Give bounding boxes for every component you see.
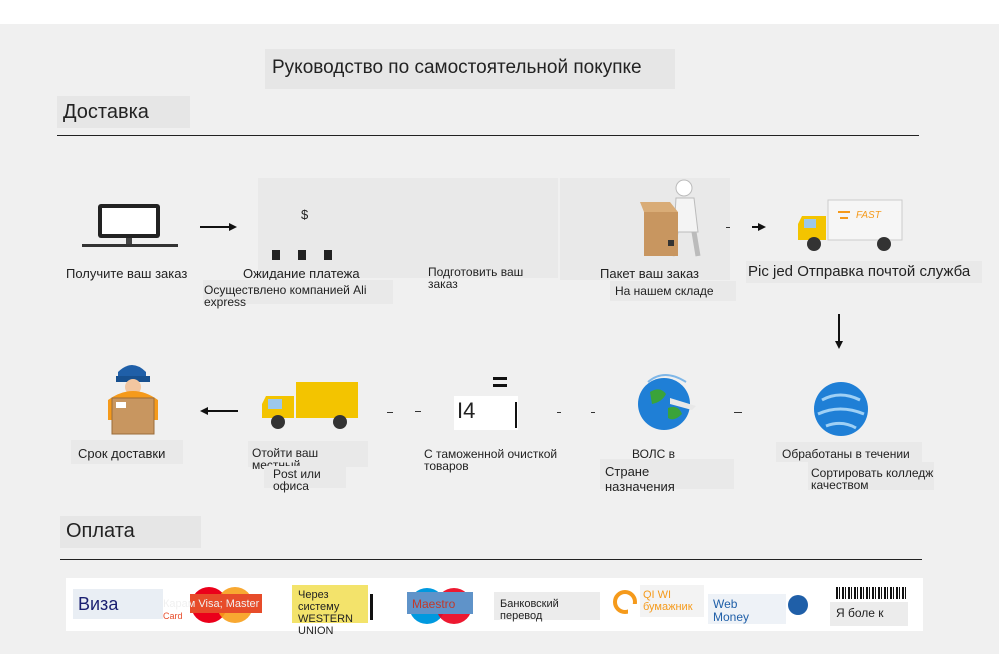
card-overlay-box xyxy=(190,594,262,613)
processed-box xyxy=(776,442,922,462)
step-delivery-time: Срок доставки xyxy=(78,446,166,461)
step-awaiting-payment-sub: Осуществлено компанией Ali express xyxy=(204,283,367,309)
webmoney-icon xyxy=(788,595,808,615)
local-sub-box xyxy=(264,466,346,488)
step-fiber-alone-sub: Стране назначения xyxy=(605,464,675,494)
dash xyxy=(415,411,421,412)
arrow-line xyxy=(838,314,840,342)
page-title: Руководство по самостоятельной покупке xyxy=(272,57,642,78)
bar-icon xyxy=(272,250,280,260)
qiwi-label: QI WI бумажник xyxy=(643,589,693,613)
arrow-left-icon xyxy=(200,407,208,415)
delivery-time-box xyxy=(71,440,183,464)
customs-icon xyxy=(454,396,518,430)
step-awaiting-payment: Ожидание платежа xyxy=(243,266,360,281)
delivery-divider xyxy=(57,135,919,136)
svg-text:FAST: FAST xyxy=(856,210,882,221)
arrow-right-icon xyxy=(229,223,237,231)
payment-heading: Оплата xyxy=(66,520,135,542)
payment-divider xyxy=(60,559,922,560)
page-background xyxy=(0,24,999,654)
card-sub-label: Card xyxy=(163,611,183,621)
bar-icon xyxy=(324,250,332,260)
worker-package-icon xyxy=(640,179,701,257)
ship-label-box xyxy=(746,261,982,283)
step-package-order-sub: На нашем складе xyxy=(615,284,714,298)
bar-icon xyxy=(298,250,306,260)
delivery-heading: Доставка xyxy=(63,101,149,123)
dash xyxy=(734,412,742,413)
step-processed: Обработаны в течении xyxy=(782,447,910,461)
title-banner xyxy=(265,49,675,89)
qiwi-icon xyxy=(613,590,638,614)
bar-icon xyxy=(493,384,507,387)
card-overlay-label: Карам Visa; Master xyxy=(163,598,260,610)
step-customs: С таможенной очисткой товаров xyxy=(424,447,558,473)
bar-icon xyxy=(493,377,507,380)
yellow-truck-icon xyxy=(262,382,358,429)
dash xyxy=(591,412,595,413)
western-union-bar xyxy=(370,594,373,620)
barcode-icon xyxy=(836,587,906,599)
step-local-office-sub: Post или офиса xyxy=(273,467,321,493)
delivery-heading-box xyxy=(57,96,190,128)
western-union-box xyxy=(292,585,368,623)
bracket-icon xyxy=(515,402,517,428)
boleto-label: Я боле к xyxy=(836,606,884,620)
sort-sub-box xyxy=(808,462,934,490)
webmoney-box xyxy=(708,594,786,624)
dash xyxy=(557,412,561,413)
visa-box xyxy=(73,589,163,619)
step-receive-order: Получите ваш заказ xyxy=(66,266,188,281)
bank-box xyxy=(494,592,600,620)
payment-heading-box xyxy=(60,516,201,548)
visa-label: Виза xyxy=(78,594,119,614)
globe-icon xyxy=(814,382,868,436)
dash xyxy=(726,227,730,228)
fast-truck-icon: FAST xyxy=(798,199,903,251)
payment-sub-box xyxy=(203,280,393,304)
webmoney-label: Web Money xyxy=(713,597,750,624)
step-shipping: Pic jed Отправка почтой служба xyxy=(748,263,971,280)
dollar-icon: $ xyxy=(301,207,309,222)
western-union-label: Через систему WESTERN UNION xyxy=(298,589,353,637)
step-package-order: Пакет ваш заказ xyxy=(600,266,700,281)
arrow-line xyxy=(200,226,230,228)
arrow-right-icon xyxy=(758,223,766,231)
bank-transfer-label: Банковский перевод xyxy=(500,598,559,622)
globe-plane-icon xyxy=(638,374,696,430)
qiwi-box xyxy=(640,585,704,617)
payment-icon-box xyxy=(258,178,558,278)
step-processed-sub: Сортировать колледж качеством xyxy=(811,466,934,492)
courier-box-icon xyxy=(108,365,158,435)
arrow-line xyxy=(752,226,758,228)
arrow-down-icon xyxy=(835,341,843,349)
step-prepare-order: Подготовить ваш заказ xyxy=(428,265,524,291)
maestro-label: Maestro xyxy=(412,597,456,611)
country-sub-box xyxy=(600,459,734,489)
boleto-box xyxy=(830,602,908,626)
package-sub-box xyxy=(610,281,736,301)
local-box xyxy=(248,441,368,467)
customs-symbol: I4 xyxy=(457,398,476,423)
dash xyxy=(387,412,393,413)
monitor-icon xyxy=(82,204,178,247)
arrow-line xyxy=(208,410,238,412)
maestro-box xyxy=(407,592,473,614)
